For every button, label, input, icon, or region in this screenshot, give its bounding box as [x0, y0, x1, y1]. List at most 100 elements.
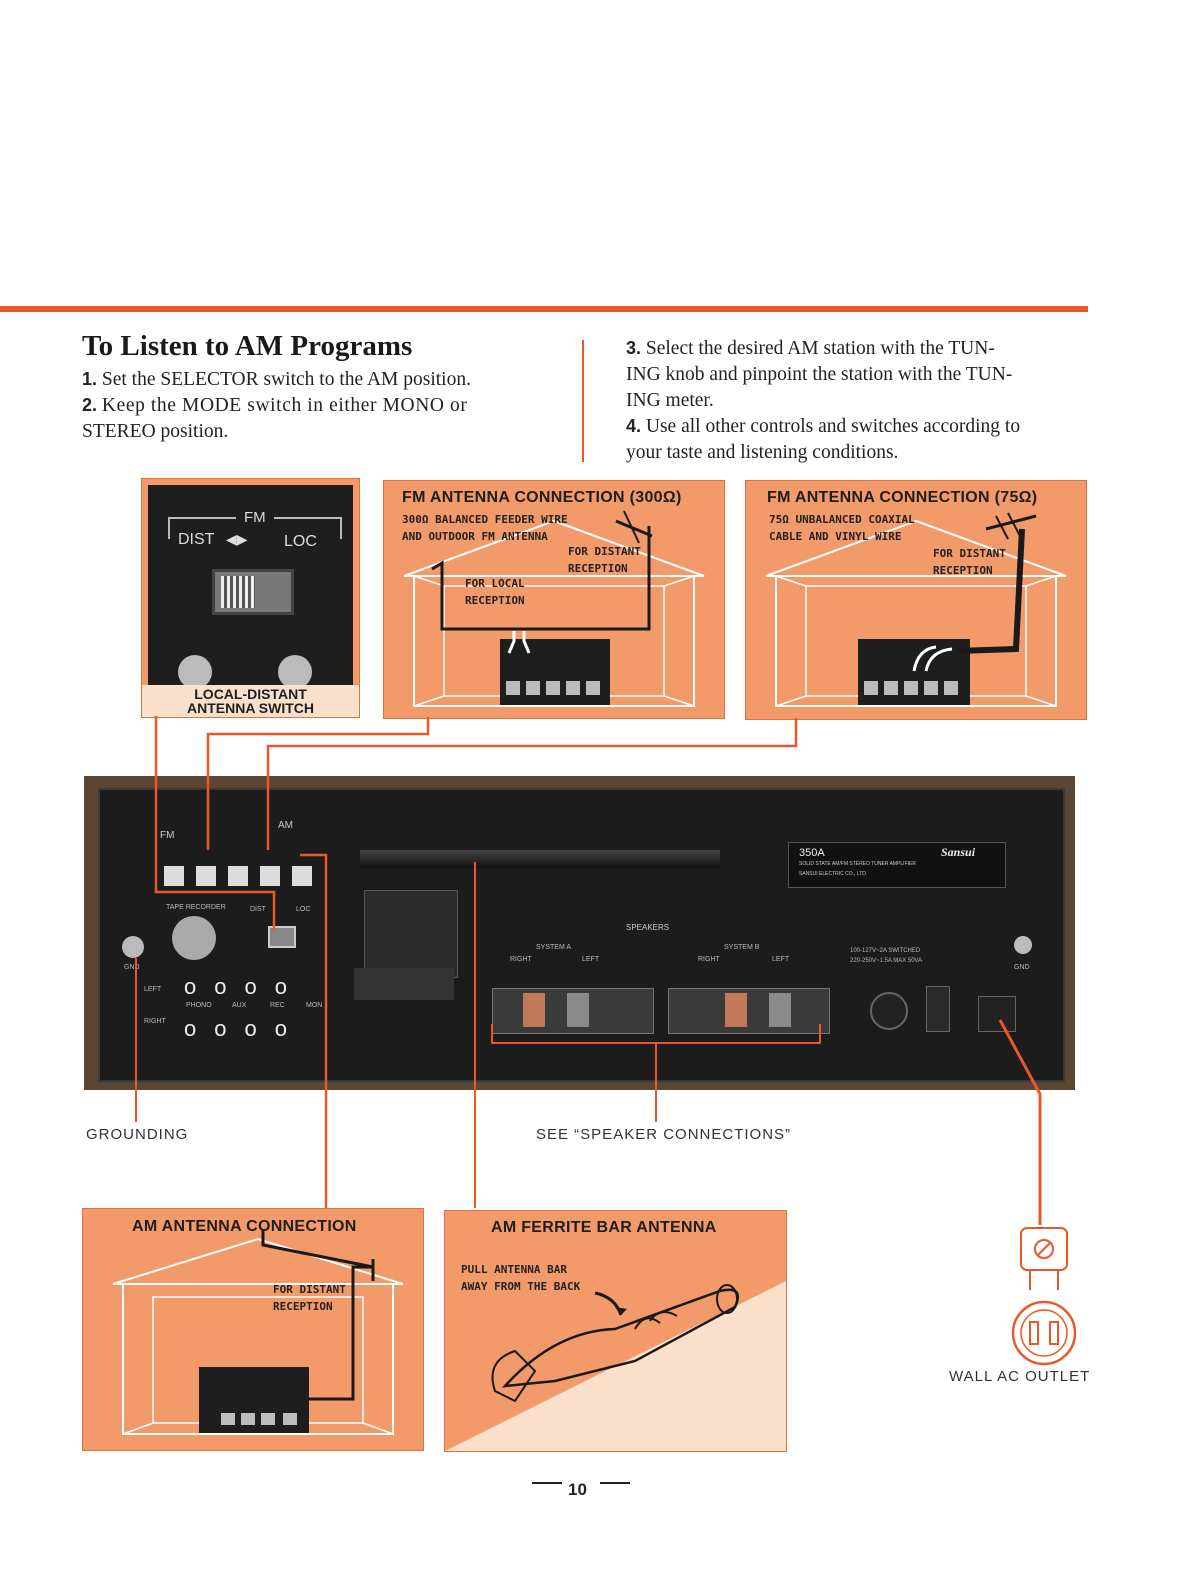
- power-line-2: 220-250V~1.5A MAX 50VA: [850, 958, 923, 964]
- speaker-a-left-label: LEFT: [582, 956, 600, 963]
- fm-300-panel: FM ANTENNA CONNECTION (300Ω) 300Ω BALANC…: [383, 480, 725, 719]
- speaker-a-terminals[interactable]: [492, 988, 654, 1034]
- fm-300-wire-line-2: AND OUTDOOR FM ANTENNA: [402, 530, 548, 543]
- fm-300-wire-line-1: 300Ω BALANCED FEEDER WIRE: [402, 513, 568, 526]
- fm-75-wire-text: 75Ω UNBALANCED COAXIAL CABLE AND VINYL W…: [769, 511, 915, 545]
- grounding-caption: GROUNDING: [86, 1126, 189, 1143]
- gnd-terminal-right-icon[interactable]: [1014, 936, 1032, 954]
- top-rule: [0, 306, 1088, 312]
- dist-label: DIST: [250, 906, 266, 913]
- am-distant-line-1: FOR DISTANT: [273, 1283, 346, 1296]
- fm-300-local-line-1: FOR LOCAL: [465, 577, 525, 590]
- rear-dist-loc-switch[interactable]: [268, 926, 296, 948]
- step-1-text: Set the SELECTOR switch to the AM positi…: [101, 369, 471, 390]
- ferrite-bar[interactable]: [360, 850, 720, 868]
- speaker-b-red-terminal[interactable]: [725, 993, 747, 1027]
- rca-jacks-top-icon: oooo: [184, 974, 305, 999]
- fm-300-title: FM ANTENNA CONNECTION (300Ω): [402, 489, 682, 506]
- system-a-label: SYSTEM A: [536, 944, 572, 951]
- am-distant-line-2: RECEPTION: [273, 1300, 333, 1313]
- slide-switch[interactable]: [212, 569, 294, 615]
- right-row-label: RIGHT: [144, 1018, 166, 1025]
- step-2: 2. Keep the MODE switch in either MONO o…: [82, 392, 552, 445]
- plug-icon: [1018, 1226, 1070, 1292]
- terminal-1[interactable]: [164, 866, 184, 886]
- speaker-b-terminals[interactable]: [668, 988, 830, 1034]
- fuse-holder-icon[interactable]: [870, 992, 908, 1030]
- speaker-connections-caption: SEE “SPEAKER CONNECTIONS”: [536, 1126, 792, 1143]
- fm-300-distant-line-1: FOR DISTANT: [568, 545, 641, 558]
- speaker-a-red-terminal[interactable]: [523, 993, 545, 1027]
- ferrite-pull-text: PULL ANTENNA BAR AWAY FROM THE BACK: [461, 1261, 580, 1295]
- fm-75-title: FM ANTENNA CONNECTION (75Ω): [767, 489, 1038, 506]
- step-3-number: 3.: [626, 338, 642, 358]
- speaker-a-black-terminal[interactable]: [567, 993, 589, 1027]
- step-3-line-2: ING knob and pinpoint the station with t…: [626, 364, 1013, 385]
- fm-terminal-label: FM: [160, 830, 175, 841]
- switch-caption-line-2: ANTENNA SWITCH: [186, 700, 315, 716]
- model-plate: 350A Sansui SOLID STATE AM/FM STEREO TUN…: [788, 842, 1006, 888]
- switch-caption-line-1: LOCAL-DISTANT: [194, 686, 307, 702]
- aux-label: AUX: [232, 1002, 247, 1009]
- am-terminal-label: AM: [278, 820, 293, 831]
- wall-outlet-caption: WALL AC OUTLET: [949, 1368, 1091, 1385]
- din-socket-icon[interactable]: [172, 916, 216, 960]
- page-number: 10: [568, 1480, 587, 1499]
- step-1-number: 1.: [82, 369, 98, 389]
- fm-75-wire-line-2: CABLE AND VINYL WIRE: [769, 530, 902, 543]
- voltage-selector[interactable]: [926, 986, 950, 1032]
- terminal-2[interactable]: [196, 866, 216, 886]
- am-house-drawing: [112, 1229, 404, 1435]
- left-row-label: LEFT: [144, 986, 162, 993]
- speaker-b-left-label: LEFT: [772, 956, 790, 963]
- page-heading: To Listen to AM Programs: [82, 330, 413, 362]
- speakers-label: SPEAKERS: [626, 923, 670, 932]
- brand-logo: Sansui: [941, 845, 976, 859]
- jack-right-icon: [278, 655, 312, 689]
- step-3-line-1: Select the desired AM station with the T…: [645, 338, 995, 359]
- am-antenna-panel: AM ANTENNA CONNECTION FOR DISTANT RECEPT…: [82, 1208, 424, 1451]
- terminal-5[interactable]: [292, 866, 312, 886]
- terminal-4[interactable]: [260, 866, 280, 886]
- speaker-b-black-terminal[interactable]: [769, 993, 791, 1027]
- switch-fm-label: FM: [236, 509, 274, 526]
- fm-300-local-text: FOR LOCAL RECEPTION: [465, 575, 525, 609]
- maker-name: SANSUI ELECTRIC CO., LTD.: [799, 871, 868, 877]
- ferrite-pull-line-2: AWAY FROM THE BACK: [461, 1280, 581, 1293]
- ferrite-pull-line-1: PULL ANTENNA BAR: [461, 1263, 567, 1276]
- jack-left-icon: [178, 655, 212, 689]
- gnd-terminal-icon[interactable]: [122, 936, 144, 958]
- fm-300-house-drawing: [403, 510, 705, 707]
- rca-jacks-bottom-icon: oooo: [184, 1016, 305, 1041]
- ferrite-bar-drawing: [491, 1284, 740, 1403]
- model-subtitle: SOLID STATE AM/FM STEREO TUNER AMPLIFIER: [799, 861, 916, 867]
- fm-300-distant-text: FOR DISTANT RECEPTION: [568, 543, 641, 577]
- arrow-left-right-icon: ◀▶: [226, 531, 248, 547]
- fm-75-distant-line-1: FOR DISTANT: [933, 547, 1006, 560]
- step-1: 1. Set the SELECTOR switch to the AM pos…: [82, 366, 552, 393]
- switch-caption: LOCAL-DISTANT ANTENNA SWITCH: [142, 685, 359, 717]
- ac-outlet-on-receiver: [978, 996, 1016, 1032]
- switch-dist-label: DIST: [178, 531, 215, 548]
- speaker-b-right-label: RIGHT: [698, 956, 720, 963]
- heatsink: [354, 968, 454, 1000]
- gnd-label-right: GND: [1014, 964, 1030, 971]
- am-ferrite-panel: AM FERRITE BAR ANTENNA PULL ANTENNA BAR …: [444, 1210, 787, 1452]
- local-distant-switch-panel: FM DIST ◀▶ LOC LOCAL-DISTANT ANTENNA SWI…: [141, 478, 360, 718]
- step-4-line-1: Use all other controls and switches acco…: [645, 416, 1021, 437]
- step-4-line-2: your taste and listening conditions.: [626, 442, 899, 463]
- step-3: 3. Select the desired AM station with th…: [626, 335, 1088, 414]
- power-line-1: 100-127V~2A SWITCHED: [850, 948, 921, 954]
- step-2-number: 2.: [82, 395, 98, 415]
- rec-label: REC: [270, 1002, 285, 1009]
- gnd-label-left: GND: [124, 964, 140, 971]
- fm-75-wire-line-1: 75Ω UNBALANCED COAXIAL: [769, 513, 915, 526]
- fm-300-distant-line-2: RECEPTION: [568, 562, 628, 575]
- fm-75-distant-text: FOR DISTANT RECEPTION: [933, 545, 1006, 579]
- ferrite-title: AM FERRITE BAR ANTENNA: [491, 1219, 717, 1236]
- switch-photo: FM DIST ◀▶ LOC: [148, 485, 353, 689]
- wall-outlet-icon: [1012, 1301, 1076, 1365]
- switch-loc-label: LOC: [284, 533, 317, 550]
- terminal-3[interactable]: [228, 866, 248, 886]
- step-4-number: 4.: [626, 416, 642, 436]
